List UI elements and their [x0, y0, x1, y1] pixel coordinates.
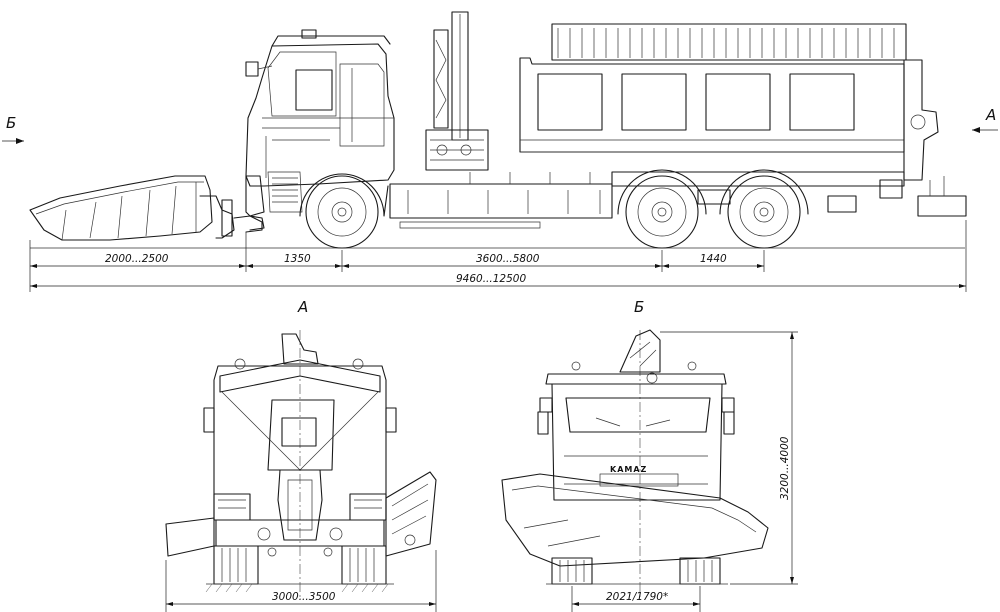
chassis [389, 171, 905, 229]
rear-view: Б KAMAZ 3200...4000 [501, 298, 798, 612]
hopper-body [519, 23, 967, 217]
rear-view-label: Б [634, 298, 644, 316]
front-wheel [299, 173, 389, 249]
dim-front-width: 3000...3500 [272, 591, 336, 603]
dim-plow-length: 2000...2500 [105, 253, 169, 265]
truck-cab [245, 29, 395, 231]
view-arrow-left: Б [2, 114, 24, 144]
loader-crane [425, 11, 489, 171]
rear-wheel-2 [719, 169, 809, 249]
dim-front-overhang: 1350 [284, 253, 311, 265]
view-arrow-right-label: А [985, 106, 996, 124]
side-view: Б А 2000...2500 1350 3600...5800 1440 [2, 11, 998, 292]
dim-wheelbase: 3600...5800 [476, 253, 540, 265]
front-plow [29, 175, 263, 241]
dim-rear-axle-spacing: 1440 [700, 253, 727, 265]
front-view: А [165, 298, 437, 612]
view-arrow-left-label: Б [6, 114, 16, 132]
dim-rear-track: 2021/1790* [606, 591, 668, 603]
cab-brand-logo: KAMAZ [610, 465, 647, 474]
view-arrow-right: А [972, 106, 998, 133]
suspension [697, 189, 731, 205]
dim-overall-length: 9460...12500 [456, 273, 526, 285]
rear-wheel-1 [617, 169, 707, 249]
side-dimensions: 2000...2500 1350 3600...5800 1440 9460..… [29, 220, 967, 292]
front-view-label: А [297, 298, 308, 316]
dim-rear-height: 3200...4000 [779, 436, 791, 500]
